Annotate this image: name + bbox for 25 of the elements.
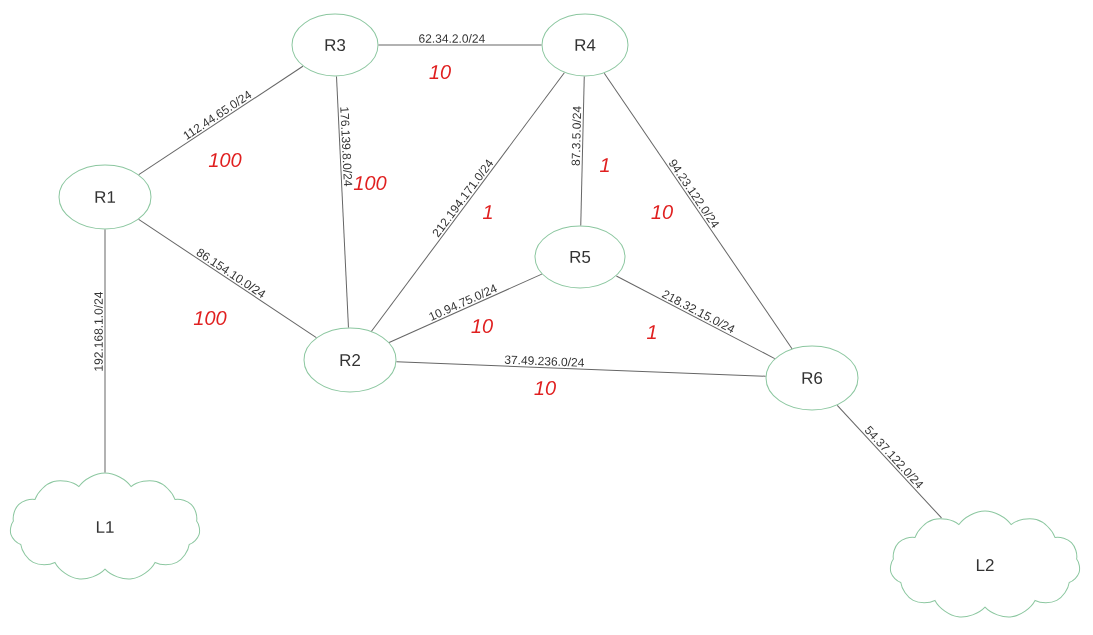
cost-label: 10	[471, 318, 493, 334]
link-line	[371, 72, 565, 332]
link-line	[388, 273, 543, 343]
cost-label: 1	[599, 158, 609, 172]
link-line	[580, 76, 585, 226]
cost-label: 10	[534, 380, 556, 396]
link-line	[104, 229, 106, 473]
link-line	[603, 72, 793, 350]
cost-label: 10	[429, 64, 451, 80]
edge-label: 176.139.8.0/24	[340, 107, 353, 187]
edge-label: 62.34.2.0/24	[419, 34, 485, 43]
cost-label: 100	[193, 310, 227, 326]
edge-label: 87.3.5.0/24	[571, 106, 582, 166]
link-line	[378, 44, 542, 46]
cost-label: 100	[353, 175, 387, 191]
cost-label: 1	[646, 325, 656, 339]
cost-label: 100	[208, 152, 242, 168]
link-line	[138, 218, 317, 339]
link-line	[615, 275, 776, 360]
link-line	[138, 65, 304, 176]
edge-label: 192.168.1.0/24	[94, 291, 103, 371]
link-line	[336, 76, 349, 328]
link-line	[395, 361, 767, 377]
link-line	[836, 404, 942, 519]
edge-label: 37.49.236.0/24	[504, 355, 584, 367]
